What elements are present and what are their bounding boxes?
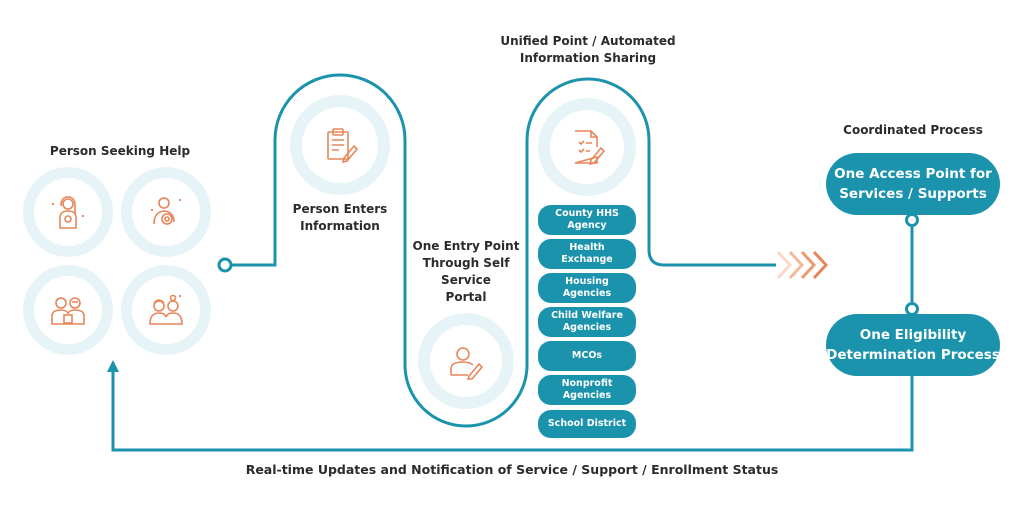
- agency-mcos: MCOs: [538, 341, 636, 371]
- document-checklist-edit-icon: [574, 130, 606, 166]
- parent-holding-baby-icon: [150, 197, 181, 225]
- woman-with-child-icon: [51, 196, 84, 229]
- agency-nonprofit: Nonprofit Agencies: [538, 375, 636, 405]
- person-circle-4: [121, 265, 211, 355]
- coordinated-process-label: Coordinated Process: [843, 123, 983, 137]
- sharing-circle: [538, 98, 636, 196]
- main-flow-line: [232, 73, 776, 428]
- start-node: [217, 257, 233, 273]
- family-couple-icon: [149, 294, 183, 325]
- person-seeking-help-label: Person Seeking Help: [49, 144, 191, 158]
- connector-node-bottom: [905, 302, 919, 316]
- enters-info-circle: [290, 95, 390, 195]
- one-entry-point-label: One Entry Point Through Self Service Por…: [412, 239, 520, 304]
- unified-point-label: Unified Point / Automated Information Sh…: [500, 34, 676, 65]
- one-access-point-pill: One Access Point for Services / Supports: [826, 153, 1000, 215]
- agency-county-hhs: County HHS Agency: [538, 205, 636, 235]
- feedback-arrowhead: [107, 360, 119, 372]
- realtime-updates-label: Real-time Updates and Notification of Se…: [245, 462, 779, 477]
- agency-health-exchange: Health Exchange: [538, 239, 636, 269]
- chevron-arrows-icon: [776, 250, 829, 280]
- clipboard-edit-icon: [327, 128, 359, 164]
- feedback-line: [111, 368, 914, 452]
- person-enters-info-label: Person Enters Information: [292, 202, 388, 233]
- agency-school-district: School District: [538, 410, 636, 438]
- agency-child-welfare: Child Welfare Agencies: [538, 307, 636, 337]
- one-eligibility-pill: One Eligibility Determination Process: [826, 314, 1000, 376]
- person-circle-3: [23, 265, 113, 355]
- portal-circle: [418, 313, 514, 409]
- person-circle-2: [121, 167, 211, 257]
- connector-node-top: [905, 213, 919, 227]
- agency-housing: Housing Agencies: [538, 273, 636, 303]
- user-edit-icon: [450, 347, 484, 380]
- person-circle-1: [23, 167, 113, 257]
- elderly-couple-icon: [51, 297, 85, 325]
